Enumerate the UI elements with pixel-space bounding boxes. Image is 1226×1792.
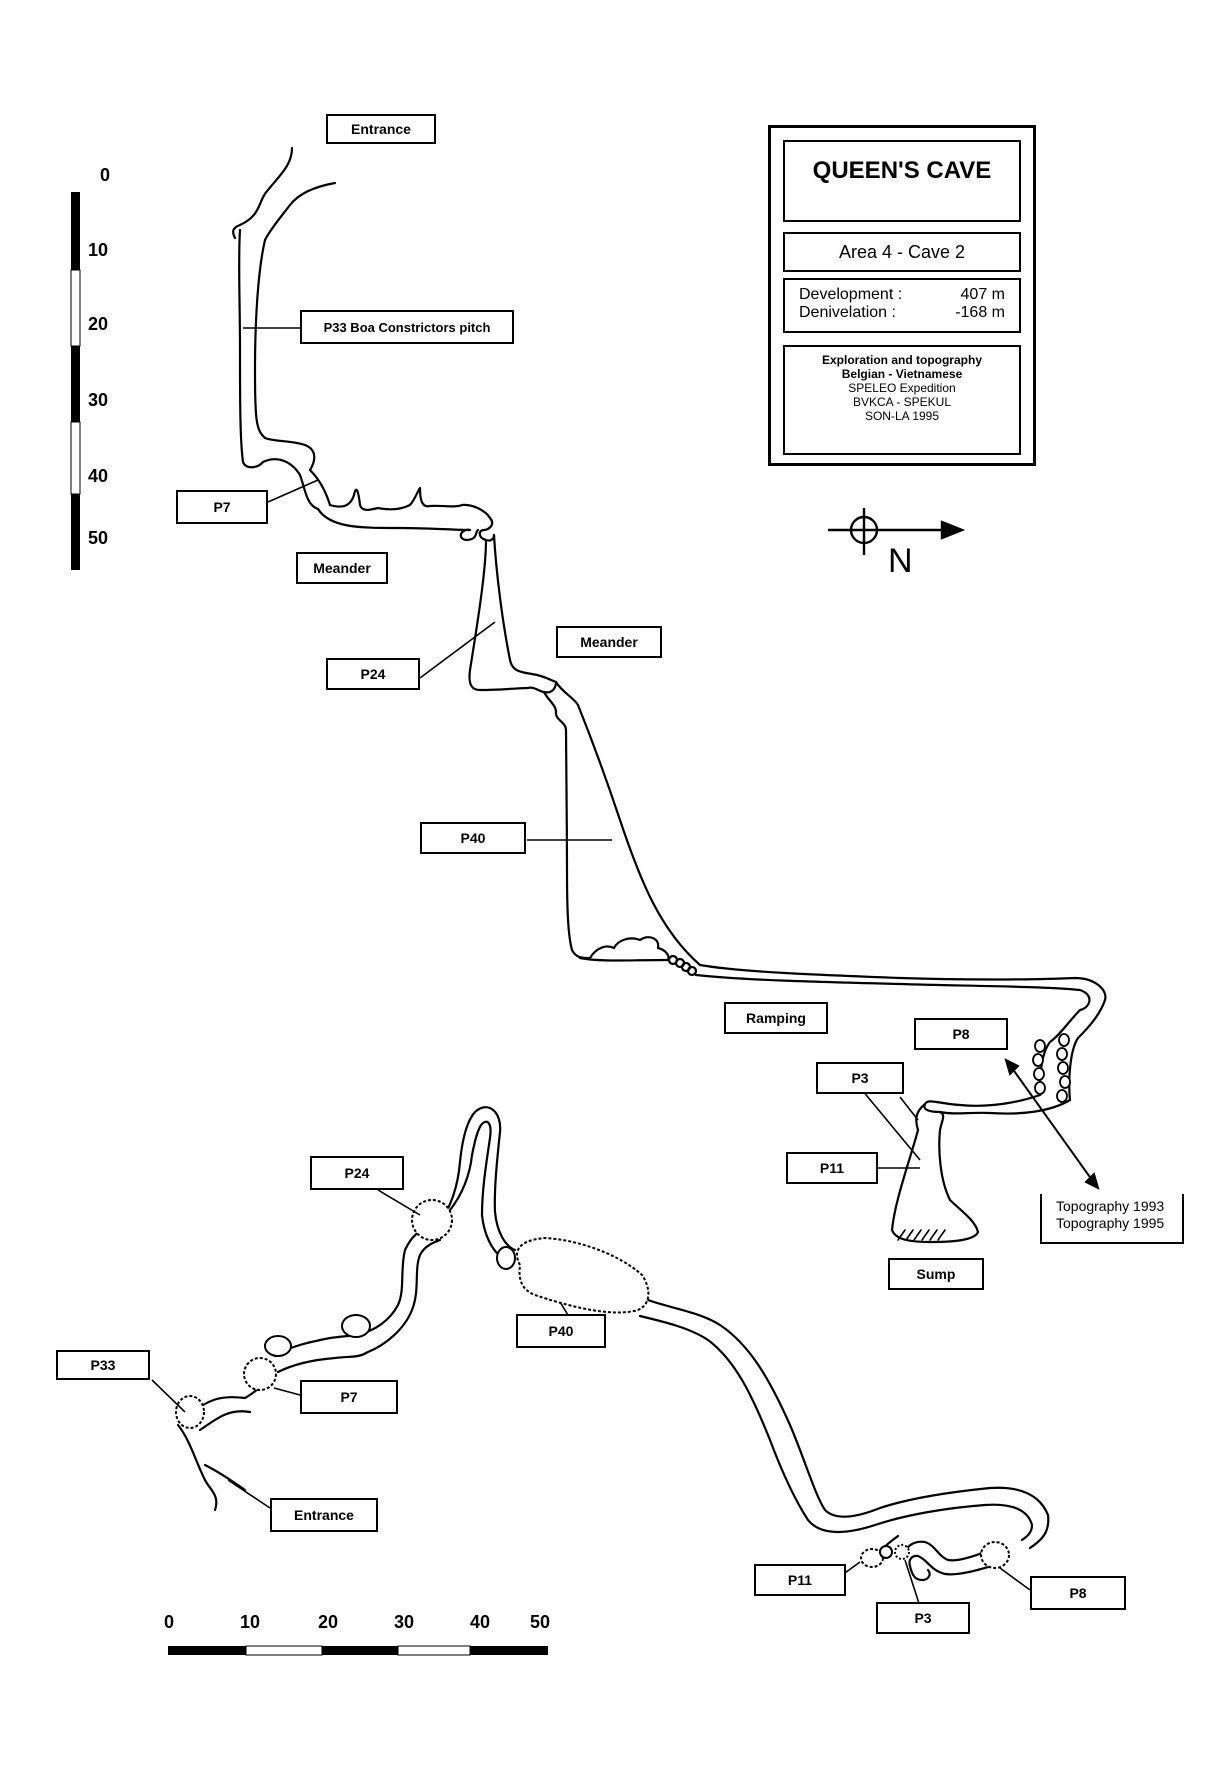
label-profile-ramping: Ramping xyxy=(724,1002,828,1034)
label-profile-meander-2: Meander xyxy=(556,626,662,658)
stat-value: 407 m xyxy=(960,286,1005,303)
hscale-tick-40: 40 xyxy=(470,1612,491,1632)
stat-label: Development : xyxy=(799,286,903,303)
credit-line: Exploration and topography xyxy=(821,353,982,367)
credit-line: Belgian - Vietnamese xyxy=(841,367,963,381)
hscale-tick-10: 10 xyxy=(240,1612,261,1632)
profile-ramping-ceiling xyxy=(698,963,1107,1002)
vscale-tick-40: 40 xyxy=(88,466,109,486)
vscale-tick-0: 0 xyxy=(100,165,111,185)
stat-development: Development : 407 m xyxy=(785,286,1019,304)
plan-p7-blob xyxy=(243,1357,277,1391)
label-profile-p3: P3 xyxy=(816,1062,904,1094)
label-plan-p24: P24 xyxy=(310,1156,404,1190)
plan-p33-blob xyxy=(175,1395,205,1429)
profile-entrance-gully xyxy=(232,146,294,240)
label-profile-p40: P40 xyxy=(420,822,526,854)
stat-denivelation: Denivelation : -168 m xyxy=(785,304,1019,322)
credit-line: SON-LA 1995 xyxy=(864,409,940,423)
plan-branch-p3 xyxy=(900,1540,992,1562)
hscale-tick-30: 30 xyxy=(394,1612,415,1632)
stats-box: Development : 407 m Denivelation : -168 … xyxy=(783,278,1021,333)
p8-bead-chain xyxy=(1032,1033,1071,1103)
profile-section xyxy=(232,146,1107,1244)
profile-boulders xyxy=(588,936,670,962)
profile-meander2 xyxy=(526,680,558,694)
hscale-tick-0: 0 xyxy=(164,1612,175,1632)
plan-pitches xyxy=(175,1199,1010,1569)
plan-p8-blob xyxy=(980,1541,1010,1569)
area-box: Area 4 - Cave 2 xyxy=(783,232,1021,272)
profile-ramping-floor xyxy=(694,973,1091,1012)
stat-label: Denivelation : xyxy=(799,304,896,321)
cave-title: QUEEN'S CAVE xyxy=(812,157,992,184)
label-profile-p7: P7 xyxy=(176,490,268,524)
hscale-tick-50: 50 xyxy=(530,1612,551,1632)
stat-value: -168 m xyxy=(955,304,1005,321)
profile-leader-lines xyxy=(243,327,921,1169)
plan-p40-blob xyxy=(516,1236,650,1314)
label-plan-p40: P40 xyxy=(516,1314,606,1348)
title-block: QUEEN'S CAVE Area 4 - Cave 2 Development… xyxy=(768,125,1036,466)
profile-p24 xyxy=(468,538,530,692)
topography-legend: Topography 1993 Topography 1995 xyxy=(1040,1194,1184,1244)
horizontal-scale-bar xyxy=(168,1645,548,1656)
plan-section xyxy=(176,1106,1050,1582)
credit-line: SPELEO Expedition xyxy=(848,381,956,395)
plan-entrance xyxy=(176,1423,218,1512)
profile-p33-shaft xyxy=(238,228,265,469)
legend-1995: Topography 1995 xyxy=(1056,1215,1165,1231)
plan-loop xyxy=(448,1120,504,1260)
topography-arrow xyxy=(1004,1058,1100,1190)
profile-p3-passage xyxy=(923,1093,1042,1114)
plan-long-passage xyxy=(646,1298,1050,1550)
label-plan-p3: P3 xyxy=(876,1602,970,1634)
title-box: QUEEN'S CAVE xyxy=(783,140,1021,222)
plan-p24-blob xyxy=(411,1199,453,1241)
credit-line: BVKCA - SPEKUL xyxy=(852,395,952,409)
plan-p3-blob xyxy=(894,1544,910,1560)
label-plan-p8: P8 xyxy=(1030,1576,1126,1610)
label-plan-entrance: Entrance xyxy=(270,1498,378,1532)
profile-p11 xyxy=(890,1102,980,1244)
vscale-tick-20: 20 xyxy=(88,314,109,334)
profile-meander-ceiling xyxy=(328,486,492,520)
hscale-tick-20: 20 xyxy=(318,1612,339,1632)
label-profile-p8: P8 xyxy=(914,1018,1008,1050)
vertical-scale-bar xyxy=(70,192,81,570)
vscale-tick-30: 30 xyxy=(88,390,109,410)
north-label: N xyxy=(888,542,913,580)
profile-p40 xyxy=(564,728,592,960)
profile-p7 xyxy=(261,458,320,511)
label-profile-entrance: Entrance xyxy=(326,114,436,144)
sump-hatch xyxy=(897,1229,946,1241)
label-profile-meander-1: Meander xyxy=(296,552,388,584)
credits-box: Exploration and topography Belgian - Vie… xyxy=(783,345,1021,455)
label-plan-p7: P7 xyxy=(300,1380,398,1414)
legend-1993: Topography 1993 xyxy=(1056,1198,1165,1214)
label-plan-p11: P11 xyxy=(754,1564,846,1596)
label-plan-p33: P33 xyxy=(56,1350,150,1380)
profile-meander-floor xyxy=(316,507,472,532)
vscale-tick-10: 10 xyxy=(88,240,109,260)
label-profile-sump: Sump xyxy=(888,1258,984,1290)
label-profile-p24: P24 xyxy=(326,658,420,690)
label-profile-p33: P33 Boa Constrictors pitch xyxy=(300,310,514,344)
vscale-tick-50: 50 xyxy=(88,528,109,548)
area-label: Area 4 - Cave 2 xyxy=(838,241,966,262)
north-arrow xyxy=(828,508,966,555)
label-profile-p11: P11 xyxy=(786,1152,878,1184)
plan-passage-p7-p24 xyxy=(273,1226,430,1358)
